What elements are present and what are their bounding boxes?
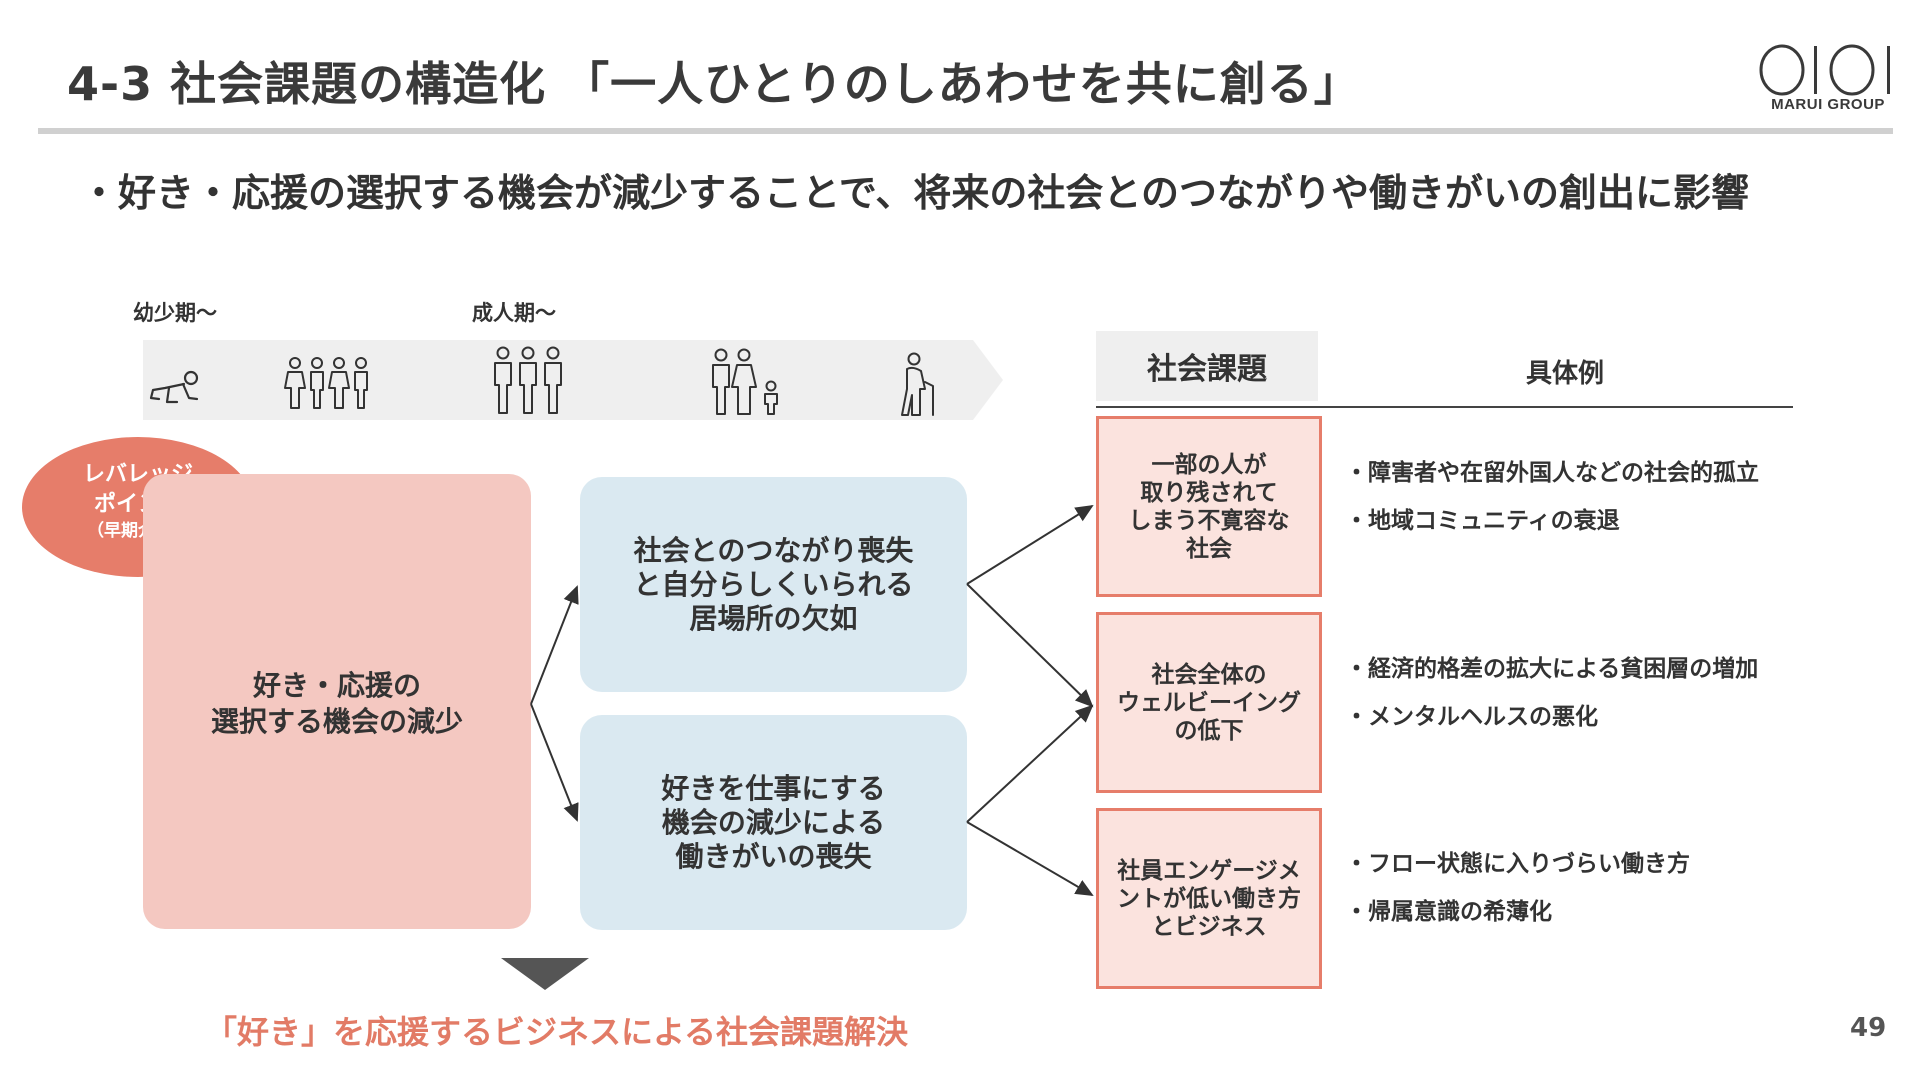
header-divider	[1096, 406, 1793, 408]
example-item: ・フロー状態に入りづらい働き方	[1345, 851, 1690, 877]
life-stage-arrow	[143, 340, 1003, 420]
conclusion-text: 「好き」を応援するビジネスによる社会課題解決	[205, 1013, 909, 1051]
issue-line: ントが低い働き方	[1117, 885, 1301, 912]
effect-line: と自分らしくいられる	[633, 567, 914, 601]
elderly-icon	[901, 352, 934, 416]
baby-icon	[149, 370, 199, 404]
effect-line: 好きを仕事にする	[661, 771, 886, 805]
example-item: ・障害者や在留外国人などの社会的孤立	[1345, 460, 1759, 486]
family-icon	[712, 348, 778, 415]
cause-box	[143, 474, 531, 929]
stage-adult-label: 成人期～	[472, 301, 556, 325]
effect-line: 居場所の欠如	[689, 601, 858, 635]
issue-line: 社会全体の	[1151, 661, 1267, 688]
page-title: 4-3 社会課題の構造化 「一人ひとりのしあわせを共に創る」	[67, 57, 1361, 111]
example-item: ・経済的格差の拡大による貧困層の増加	[1345, 656, 1759, 682]
example-item: ・帰属意識の希薄化	[1345, 899, 1552, 925]
marui-logo	[1759, 44, 1890, 96]
adults-group-icon	[494, 346, 562, 414]
issue-line: 取り残されて	[1140, 479, 1278, 506]
children-group-icon	[284, 357, 368, 409]
issue-box-intolerant-society: 一部の人が 取り残されて しまう不寛容な 社会	[1096, 416, 1322, 597]
issue-box-wellbeing: 社会全体の ウェルビーイング の低下	[1096, 612, 1322, 793]
issue-line: の低下	[1174, 717, 1244, 744]
effect-box-connection: 社会とのつながり喪失 と自分らしくいられる 居場所の欠如	[580, 477, 967, 692]
effect-box-work: 好きを仕事にする 機会の減少による 働きがいの喪失	[580, 715, 967, 930]
issues-header: 社会課題	[1096, 331, 1318, 401]
down-triangle-icon	[501, 958, 589, 990]
page-number: 49	[1850, 1013, 1887, 1043]
issue-line: とビジネス	[1151, 913, 1267, 940]
examples-list-3: ・フロー状態に入りづらい働き方 ・帰属意識の希薄化	[1345, 840, 1690, 936]
examples-list-2: ・経済的格差の拡大による貧困層の増加 ・メンタルヘルスの悪化	[1345, 645, 1758, 741]
issue-line: 社会	[1186, 535, 1232, 562]
examples-list-1: ・障害者や在留外国人などの社会的孤立 ・地域コミュニティの衰退	[1345, 449, 1759, 545]
issue-box-engagement: 社員エンゲージメ ントが低い働き方 とビジネス	[1096, 808, 1322, 989]
examples-header: 具体例	[1525, 359, 1604, 389]
cause-text: 好き・応援の 選択する機会の減少	[143, 668, 531, 740]
cause-line1: 好き・応援の	[252, 669, 421, 702]
effect-line: 機会の減少による	[661, 805, 886, 839]
effect-line: 社会とのつながり喪失	[633, 533, 914, 567]
effect-line: 働きがいの喪失	[675, 839, 872, 873]
stage-childhood-label: 幼少期～	[133, 301, 217, 325]
logo-text: MARUI GROUP	[1771, 96, 1885, 113]
issue-line: しまう不寛容な	[1128, 507, 1290, 534]
issue-line: 一部の人が	[1151, 451, 1267, 478]
subtitle: ・好き・応援の選択する機会が減少することで、将来の社会とのつながりや働きがいの創…	[80, 171, 1749, 215]
title-divider	[38, 128, 1893, 134]
example-item: ・地域コミュニティの衰退	[1345, 508, 1620, 534]
cause-line2: 選択する機会の減少	[210, 705, 463, 738]
issue-line: 社員エンゲージメ	[1117, 857, 1301, 884]
example-item: ・メンタルヘルスの悪化	[1345, 704, 1598, 730]
issue-line: ウェルビーイング	[1117, 689, 1301, 716]
